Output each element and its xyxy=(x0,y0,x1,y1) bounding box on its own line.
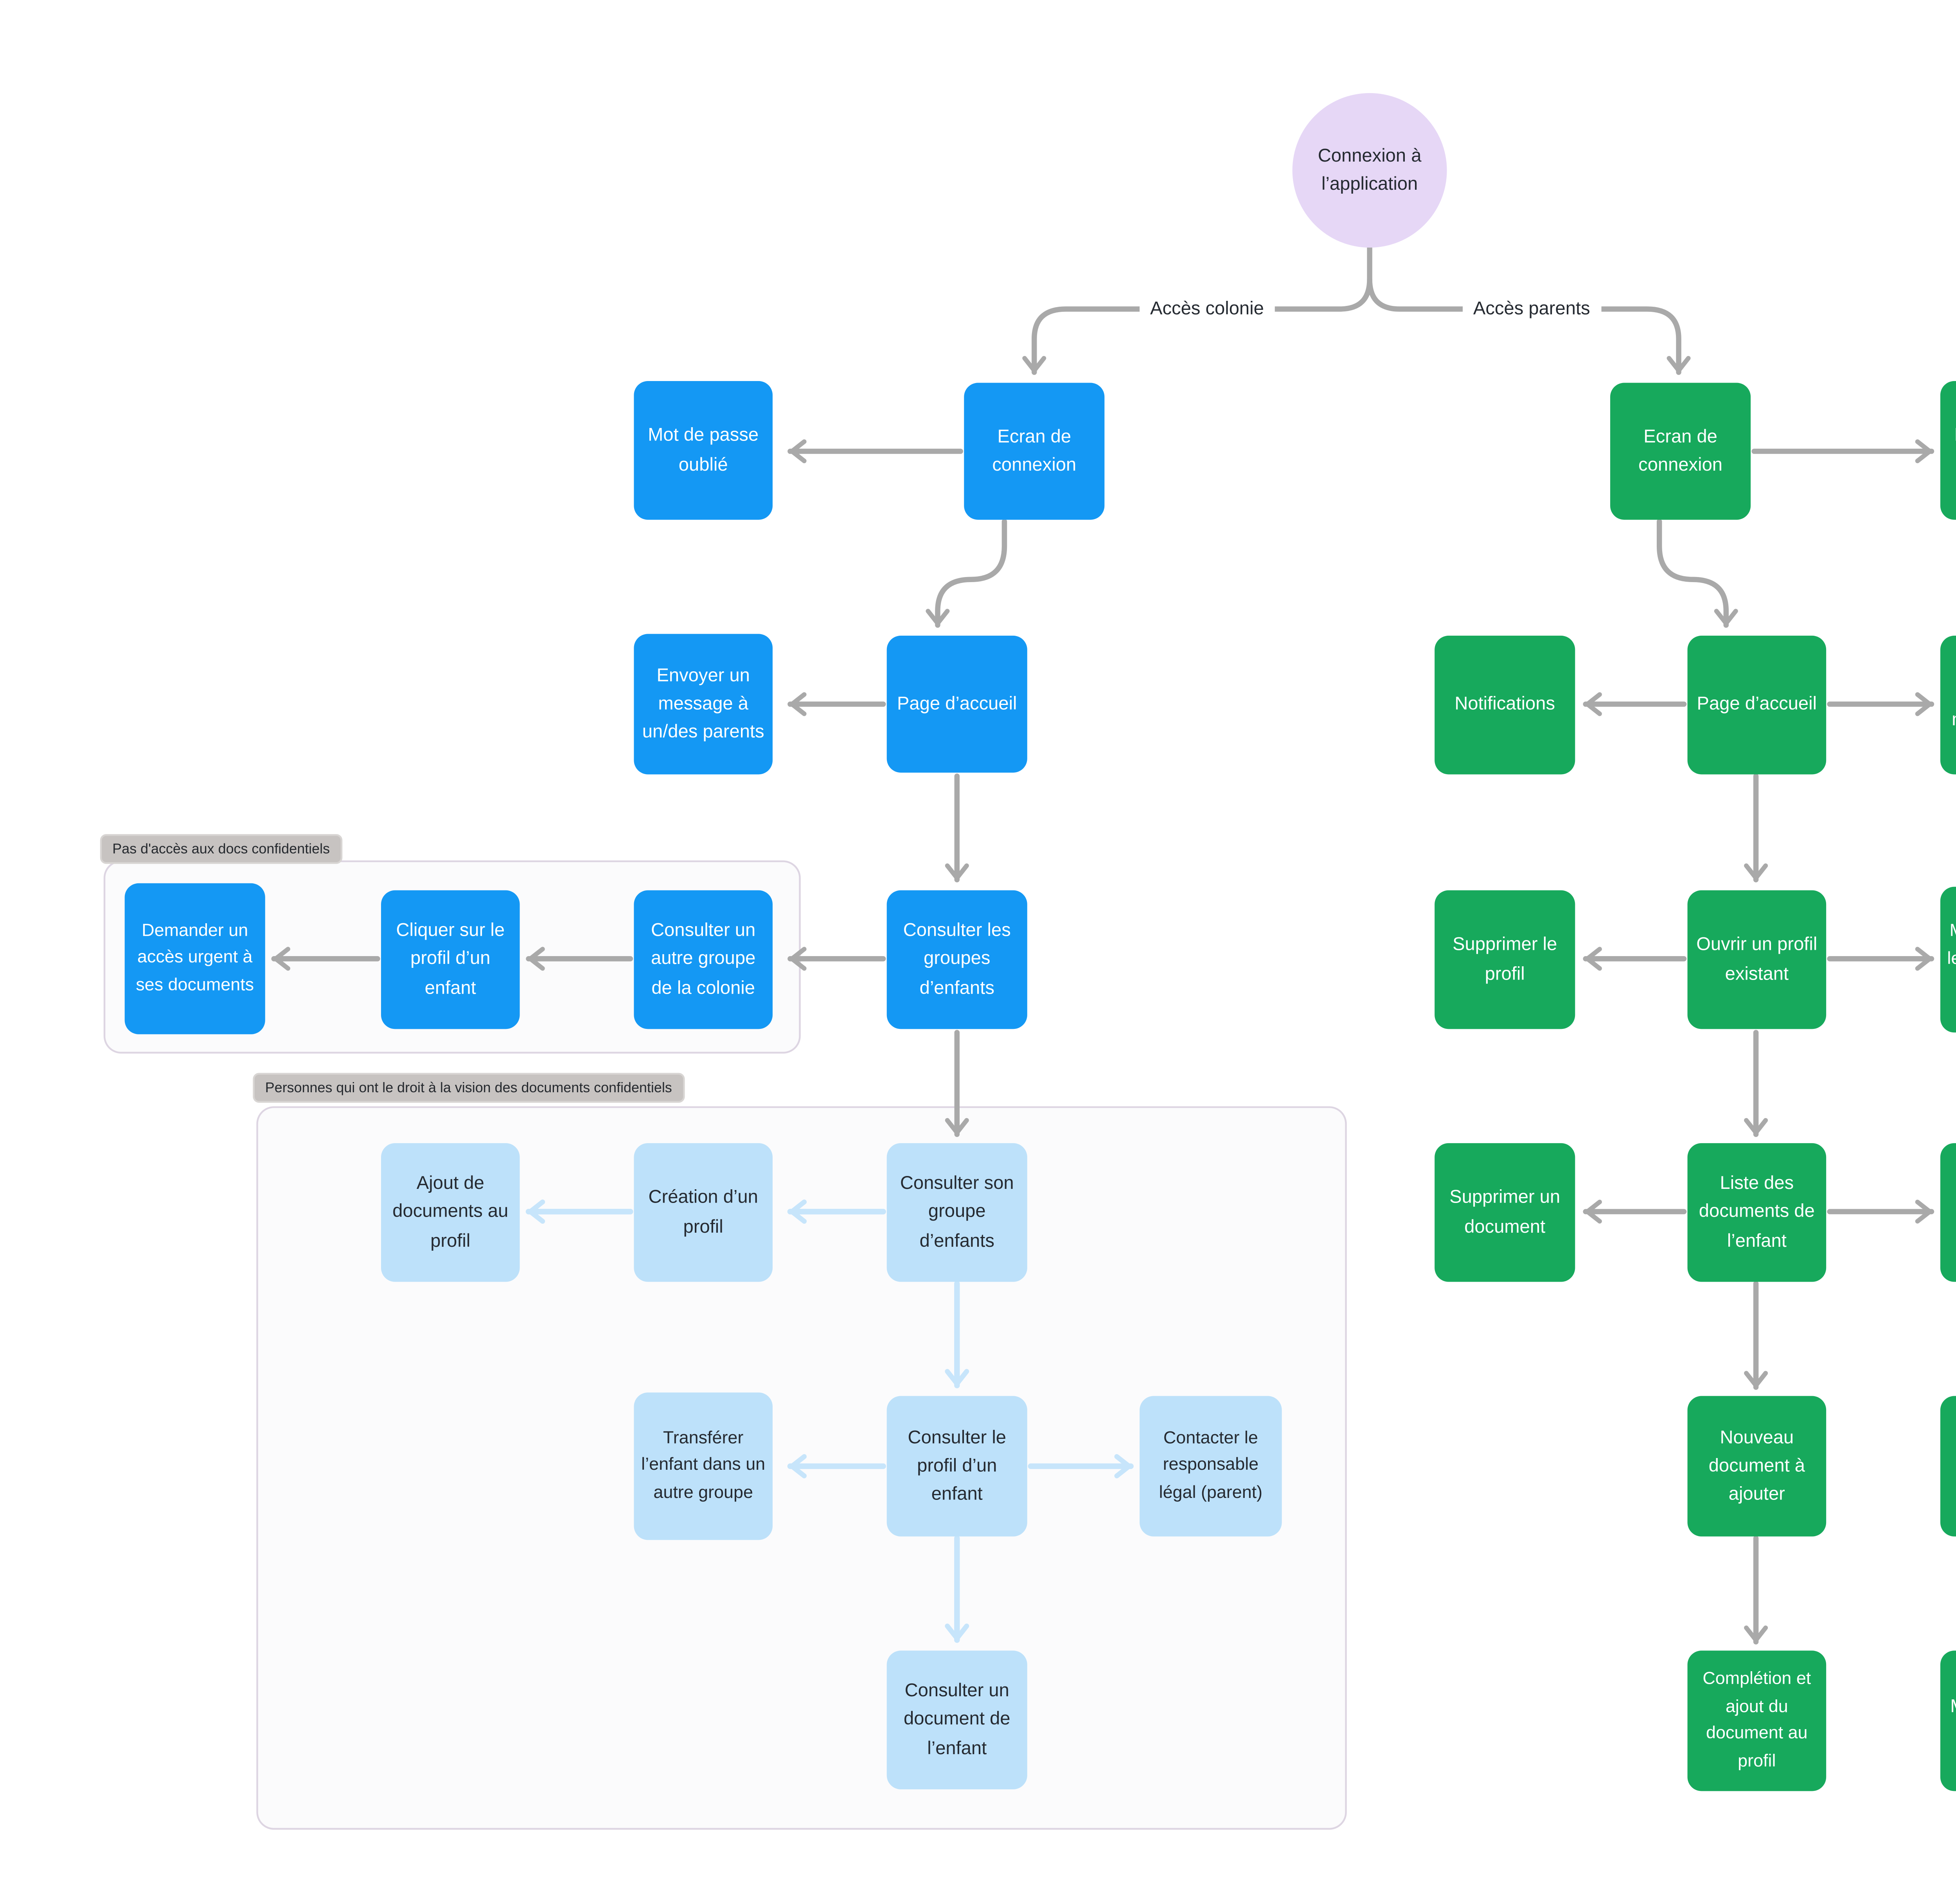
node-colony-cliquer-profil[interactable]: Cliquer sur le profil d’un enfant xyxy=(381,890,520,1029)
node-parents-selection-document[interactable]: Sélection du document xyxy=(1940,1396,1956,1537)
node-parents-completion-ajout[interactable]: Complétion et ajout du document au profi… xyxy=(1687,1650,1827,1791)
node-parents-liste-documents[interactable]: Liste des documents de l’enfant xyxy=(1687,1143,1827,1282)
node-colony-creation-profil[interactable]: Création d’un profil xyxy=(634,1143,773,1282)
node-root-label: Connexion à l’application xyxy=(1318,145,1422,195)
node-colony-consulter-profil[interactable]: Consulter le profil d’un enfant xyxy=(886,1396,1027,1537)
branch-label-parents: Accès parents xyxy=(1463,298,1601,321)
node-parents-nouveau-document[interactable]: Nouveau document à ajouter xyxy=(1687,1396,1827,1537)
node-colony-son-groupe[interactable]: Consulter son groupe d’enfants xyxy=(886,1143,1027,1282)
node-colony-consulter-groupes[interactable]: Consulter les groupes d’enfants xyxy=(886,890,1027,1029)
node-parents-notifications[interactable]: Notifications xyxy=(1435,635,1575,775)
edge-colony-ecran-accueil xyxy=(926,519,1007,628)
node-colony-page-accueil[interactable]: Page d’accueil xyxy=(886,635,1027,773)
node-colony-ecran-connexion[interactable]: Ecran de connexion xyxy=(964,383,1105,520)
node-colony-contacter-responsable[interactable]: Contacter le responsable légal (parent) xyxy=(1140,1396,1282,1537)
node-colony-transferer-enfant[interactable]: Transférer l’enfant dans un autre groupe xyxy=(634,1392,773,1540)
node-parents-creer-profil[interactable]: Créer un nouveau profil xyxy=(1940,635,1956,775)
node-parents-ecran-connexion[interactable]: Ecran de connexion xyxy=(1610,383,1751,520)
node-colony-ajout-documents[interactable]: Ajout de documents au profil xyxy=(381,1143,520,1282)
node-parents-modifier-document[interactable]: Modifier un document xyxy=(1940,1143,1956,1282)
node-parents-mot-de-passe[interactable]: Mot de passe oublié xyxy=(1940,381,1956,520)
node-colony-demander-acces[interactable]: Demander un accès urgent à ses documents xyxy=(124,883,265,1034)
group-tag-no-access: Pas d'accès aux docs confidentiels xyxy=(100,834,342,863)
node-colony-consulter-document[interactable]: Consulter un document de l’enfant xyxy=(886,1650,1027,1789)
node-parents-page-accueil[interactable]: Page d’accueil xyxy=(1687,635,1827,775)
node-parents-supprimer-profil[interactable]: Supprimer le profil xyxy=(1435,890,1575,1029)
node-colony-autre-groupe[interactable]: Consulter un autre groupe de la colonie xyxy=(634,890,773,1029)
node-colony-mot-de-passe[interactable]: Mot de passe oublié xyxy=(634,381,773,520)
node-parents-modification-sauvegarde[interactable]: Modification et sauvegarde xyxy=(1940,1650,1956,1791)
node-parents-modifier-infos[interactable]: Modifier des informations sur le profil … xyxy=(1940,886,1956,1033)
group-tag-rights: Personnes qui ont le droit à la vision d… xyxy=(253,1073,685,1102)
branch-label-colonie: Accès colonie xyxy=(1140,298,1275,321)
node-parents-supprimer-document[interactable]: Supprimer un document xyxy=(1435,1143,1575,1282)
node-colony-envoyer-message[interactable]: Envoyer un message à un/des parents xyxy=(634,634,773,775)
edge-root-to-parents xyxy=(1367,276,1691,375)
node-root-connexion[interactable]: Connexion à l’application xyxy=(1292,93,1447,248)
edge-parents-ecran-accueil xyxy=(1656,519,1738,628)
node-parents-ouvrir-profil[interactable]: Ouvrir un profil existant xyxy=(1687,890,1827,1029)
